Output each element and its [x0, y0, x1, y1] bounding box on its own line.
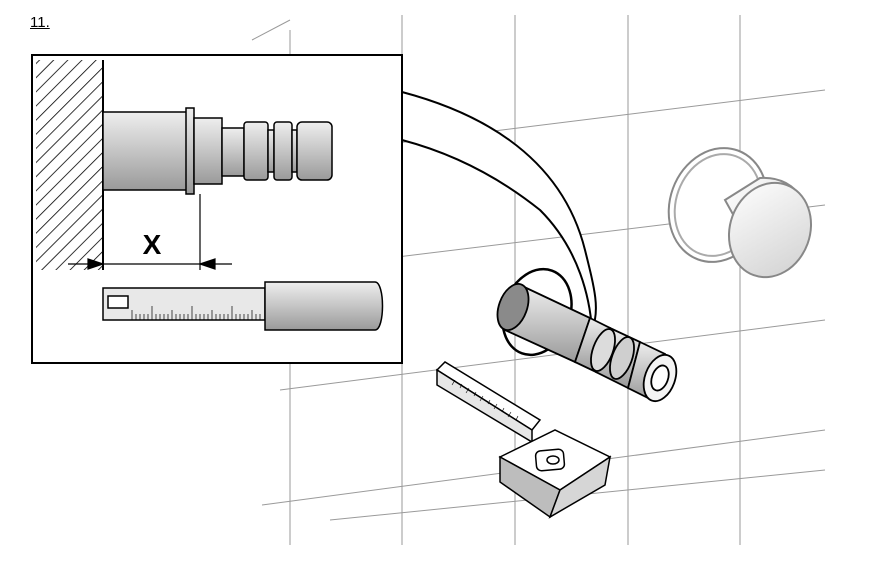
step-number: 11.: [30, 14, 50, 31]
tape-measure: [435, 361, 612, 519]
tape-measure-detail: [102, 281, 384, 331]
wall-section-hatch: [36, 60, 103, 270]
tape-ticks: [131, 306, 261, 320]
callout-balloon: [401, 91, 597, 331]
detail-inset: X: [31, 54, 403, 364]
tape-measure-ticks: [451, 379, 519, 421]
pipe-assembly: [496, 267, 678, 403]
dimension-x-label: X: [143, 229, 162, 260]
wall-knob: [667, 147, 813, 279]
dimension-x: [68, 194, 232, 270]
pipe-fitting-profile: [102, 107, 333, 195]
